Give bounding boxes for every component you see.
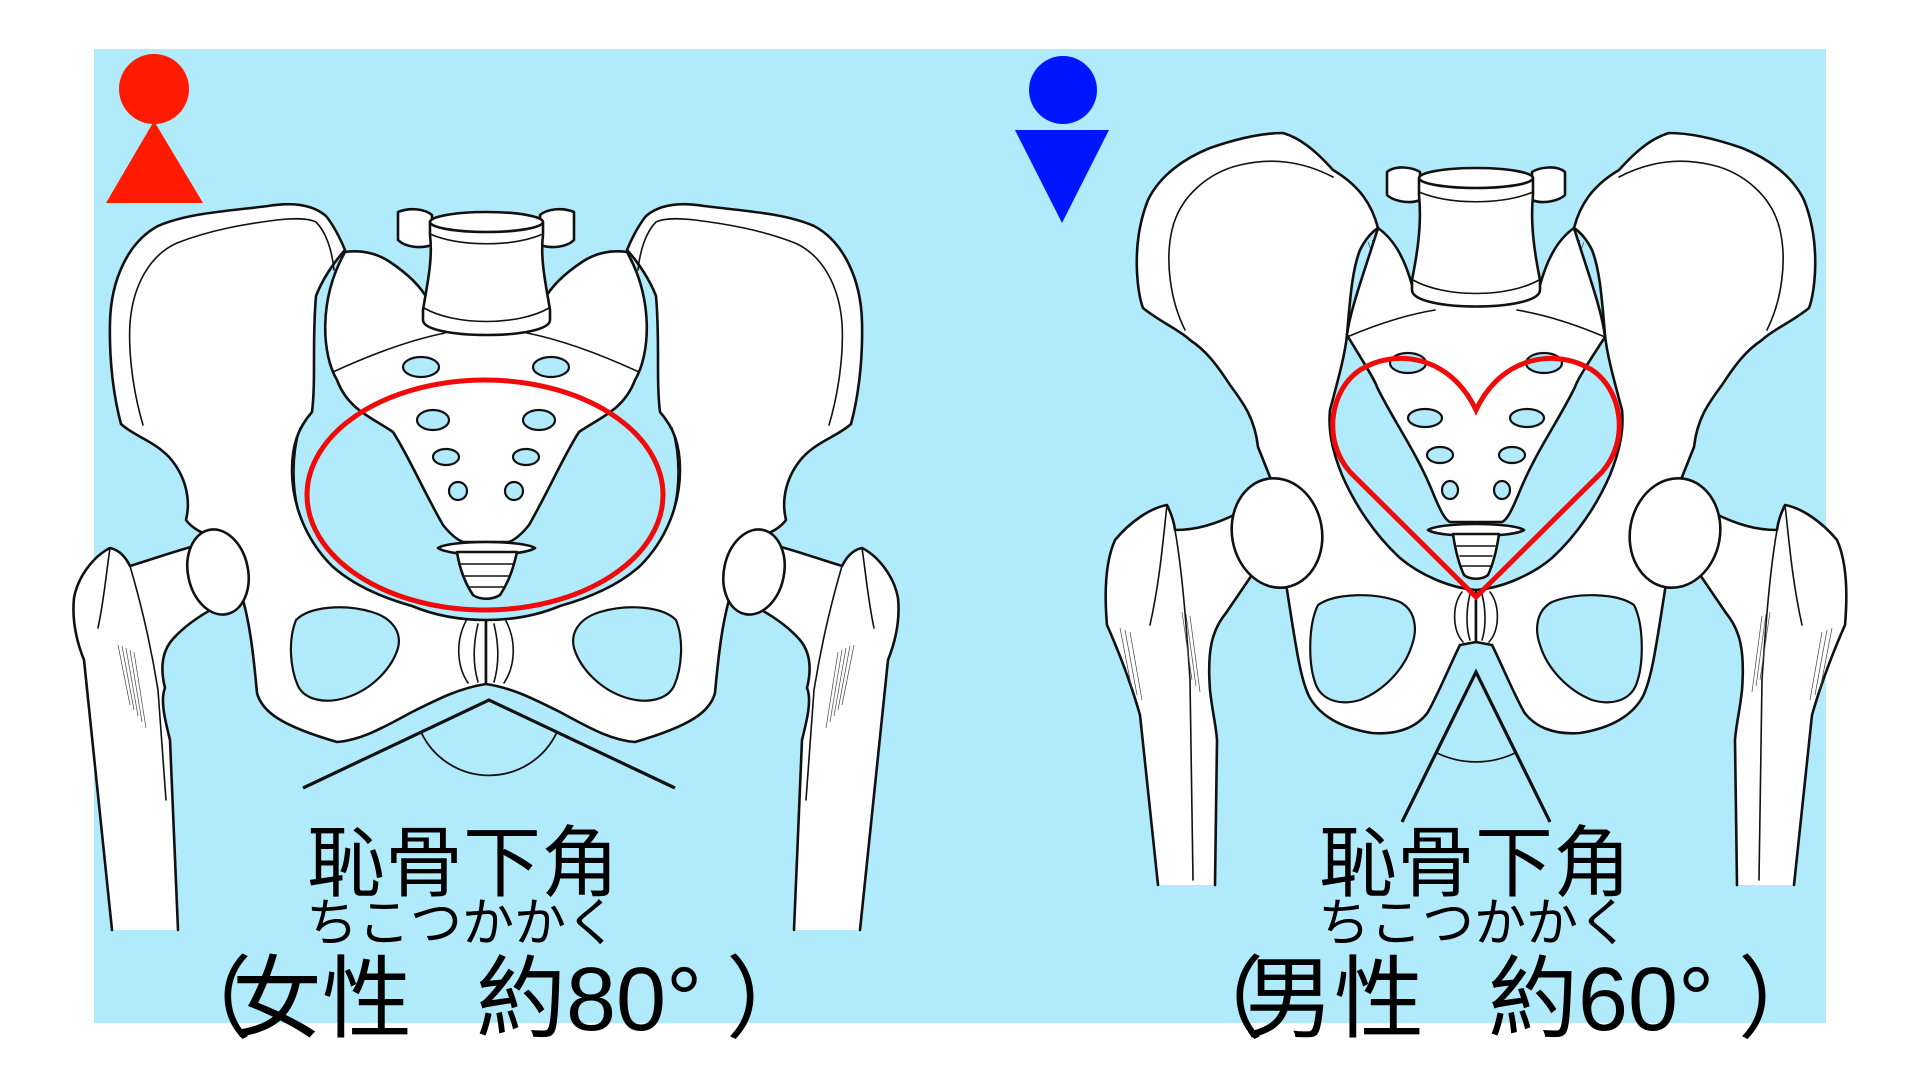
male-detail-angle: 約60° — [1488, 950, 1715, 1050]
female-detail-open-paren: （ — [162, 950, 252, 1050]
female-symbol-body — [106, 121, 203, 203]
male-lumbar-vertebra — [1385, 166, 1567, 308]
male-pelvis — [1104, 131, 1848, 887]
female-detail-close-paren: ） — [726, 950, 816, 1050]
male-symbol-body — [1015, 130, 1109, 223]
female-symbol-head — [119, 54, 189, 124]
female-coccyx — [436, 540, 537, 601]
female-detail-angle: 約80° — [476, 950, 703, 1050]
female-symbol-icon — [106, 54, 203, 203]
female-detail-sex: 女性 — [232, 950, 412, 1050]
female-subpubic-angle-marker — [302, 698, 676, 790]
female-pelvic-inlet-ellipse — [304, 377, 666, 613]
female-sacral-foramina — [401, 355, 571, 502]
male-subpubic-angle-marker — [1400, 668, 1552, 823]
male-detail-close-paren: ） — [1738, 950, 1828, 1050]
male-detail-open-paren: （ — [1174, 950, 1264, 1050]
male-pelvic-inlet-heart — [1330, 355, 1622, 601]
female-sacrum — [323, 250, 649, 544]
male-reading: ちこつかかく — [1318, 895, 1631, 953]
male-sacrum — [1345, 226, 1607, 524]
male-symbol-icon — [1015, 56, 1109, 223]
male-symbol-head — [1029, 56, 1097, 124]
female-pelvis — [72, 202, 900, 932]
female-title: 恥骨下角 — [307, 819, 620, 907]
female-lumbar-vertebra — [396, 207, 576, 337]
male-title: 恥骨下角 — [1319, 819, 1632, 907]
female-pubic-symphysis — [473, 623, 499, 683]
female-reading: ちこつかかく — [306, 895, 619, 953]
male-coccyx — [1426, 522, 1526, 581]
male-pubic-symphysis — [1466, 593, 1486, 641]
male-detail-sex: 男性 — [1244, 950, 1424, 1050]
